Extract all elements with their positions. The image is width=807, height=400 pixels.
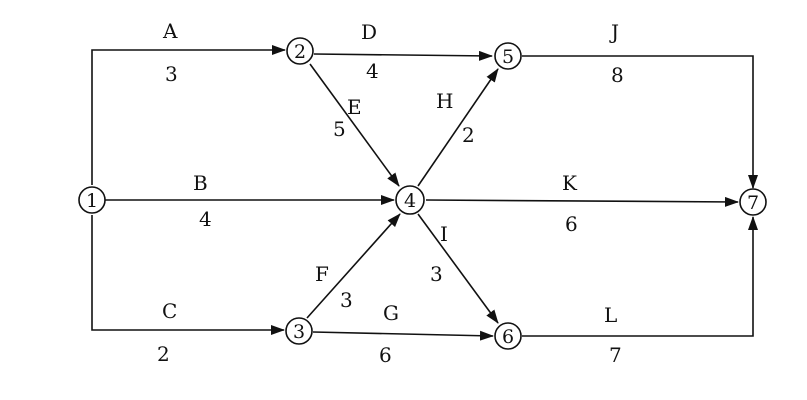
node-4-label: 4 (404, 190, 416, 212)
edge-F-arrow (306, 213, 401, 319)
edge-L-duration: 7 (609, 343, 622, 367)
node-7-label: 7 (747, 192, 759, 214)
edge-A-name: A (162, 19, 178, 43)
node-5-circle (494, 42, 522, 70)
edge-E-arrow (309, 63, 400, 187)
node-6-label: 6 (502, 326, 514, 348)
edge-names: A B C D E F G H I J K L (162, 19, 619, 327)
edge-K-name: K (562, 171, 578, 195)
edge-H-duration: 2 (462, 123, 475, 147)
edge-G-name: G (383, 301, 399, 325)
edge-B-duration: 4 (199, 207, 212, 231)
edge-durations: 3 4 2 4 5 3 6 2 3 8 6 7 (157, 59, 624, 367)
edge-B-name: B (193, 171, 208, 195)
edge-A-duration: 3 (165, 62, 178, 86)
edge-J-duration: 8 (611, 63, 624, 87)
edge-I-name: I (440, 222, 448, 246)
edge-C-name: C (162, 299, 177, 323)
edge-A-arrow (91, 45, 286, 185)
edge-E-duration: 5 (333, 117, 346, 141)
node-3: 3 (285, 317, 313, 345)
edge-I-duration: 3 (430, 262, 443, 286)
edge-J-name: J (609, 20, 619, 44)
node-5-label: 5 (502, 46, 514, 68)
node-6: 6 (494, 322, 522, 350)
edge-F-name: F (315, 262, 329, 286)
node-6-circle (494, 322, 522, 350)
edge-K-duration: 6 (565, 212, 578, 236)
node-7: 7 (739, 188, 767, 216)
edge-F-duration: 3 (340, 288, 353, 312)
node-1-label: 1 (86, 190, 98, 212)
edge-G-duration: 6 (379, 343, 392, 367)
node-1-circle (78, 186, 106, 214)
edge-I-arrow (417, 213, 499, 324)
edge-J-arrow (522, 55, 758, 189)
node-7-circle (739, 188, 767, 216)
node-2-circle (286, 37, 314, 65)
edge-E-name: E (347, 95, 362, 119)
nodes: 1 2 3 4 5 6 7 (78, 37, 767, 350)
node-5: 5 (494, 42, 522, 70)
node-3-label: 3 (293, 321, 305, 343)
edge-D-name: D (361, 20, 377, 44)
node-1: 1 (78, 186, 106, 214)
node-3-circle (285, 317, 313, 345)
edge-K-arrow (425, 196, 739, 207)
edge-H-arrow (417, 68, 499, 187)
edge-H-name: H (436, 89, 453, 113)
node-4: 4 (395, 185, 425, 215)
edge-L-arrow (522, 216, 758, 337)
edge-C-duration: 2 (157, 342, 170, 366)
edge-D-arrow (313, 50, 493, 61)
node-2-label: 2 (294, 41, 306, 63)
edge-C-arrow (91, 215, 285, 335)
edge-D-duration: 4 (366, 59, 379, 83)
node-2: 2 (286, 37, 314, 65)
edges (91, 45, 758, 341)
edge-L-name: L (604, 303, 617, 327)
node-4-circle (395, 185, 425, 215)
edge-G-arrow (312, 330, 494, 341)
